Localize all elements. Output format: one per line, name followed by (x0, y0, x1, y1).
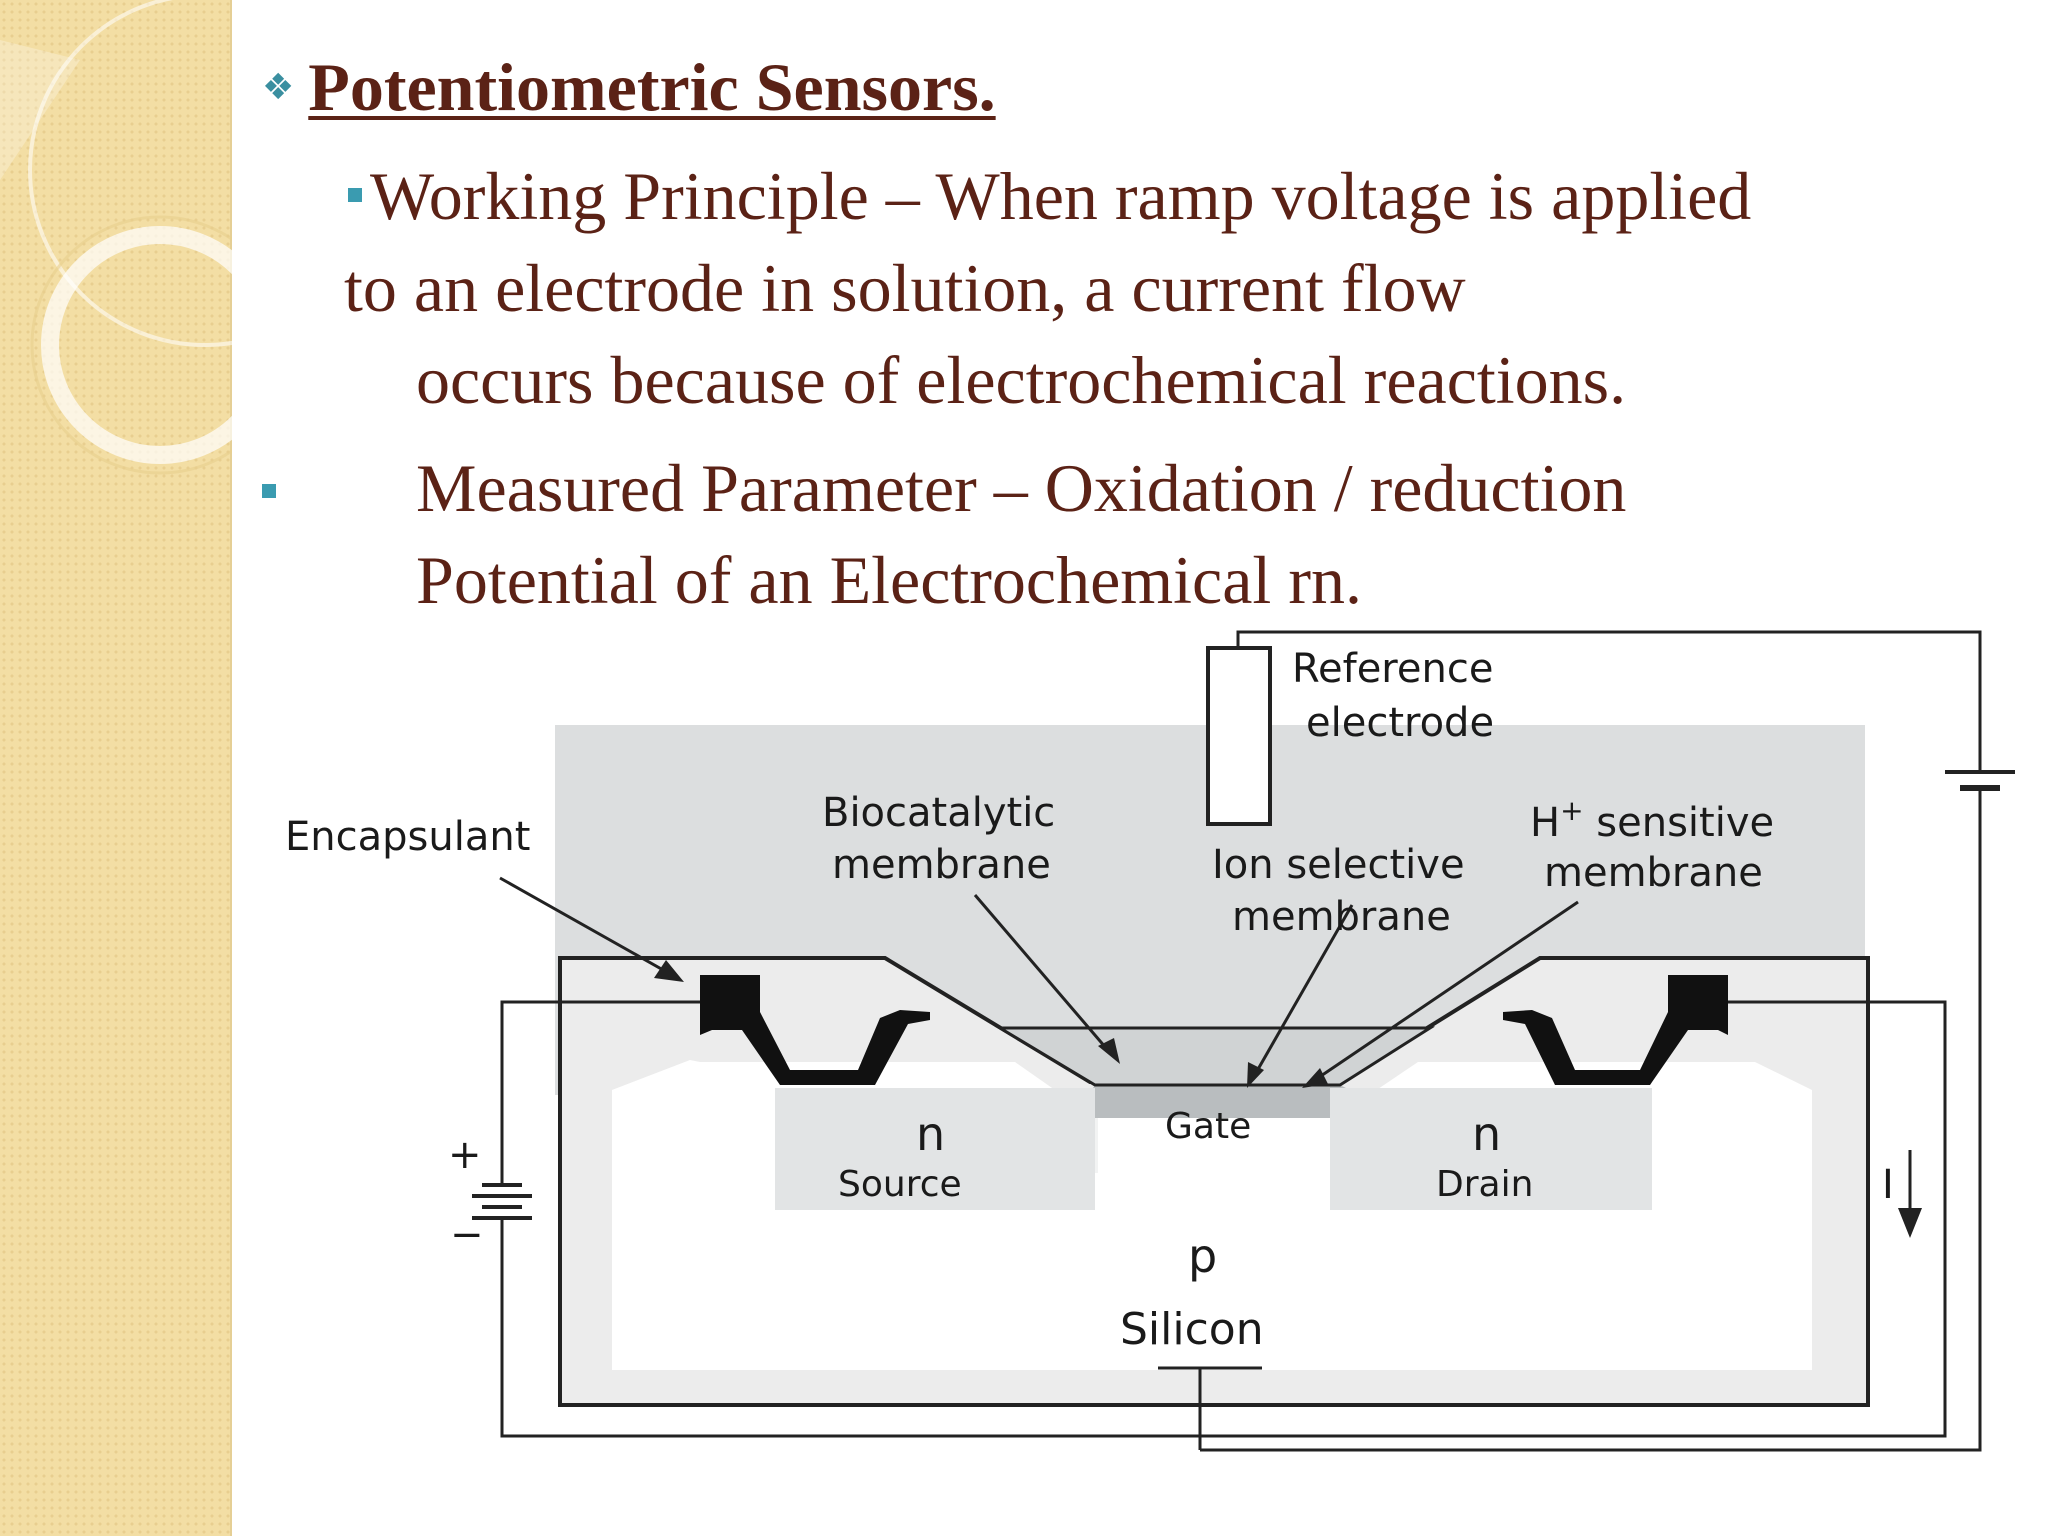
diamond-bullet-icon: ❖ (262, 67, 295, 108)
square-bullet-icon (262, 484, 276, 498)
minus-sign: − (450, 1212, 484, 1258)
p-label: p (1188, 1229, 1217, 1283)
drain-region (1330, 1088, 1652, 1210)
bullet1-line1-text: Working Principle – When ramp voltage is… (370, 158, 1752, 234)
encapsulant-label: Encapsulant (285, 814, 530, 860)
source-n-label: n (916, 1107, 945, 1161)
drain-wire (500, 1000, 1947, 1438)
ion-selective-pointer (1251, 904, 1354, 1079)
biocatalytic-label-line1: Biocatalytic (822, 790, 1055, 836)
arrowhead (654, 960, 684, 982)
encapsulant-pointer (499, 876, 673, 977)
source-label: Source (838, 1164, 962, 1205)
bullet2-line2: Potential of an Electrochemical rn. (416, 542, 1362, 618)
ion-selective-label-line2: membrane (1232, 894, 1451, 940)
source-wire (500, 1000, 700, 1185)
gate-fill (1098, 1118, 1330, 1178)
membrane-layer (1065, 1085, 1370, 1128)
current-arrowhead (1898, 1208, 1922, 1238)
hplus-rest: sensitive (1584, 800, 1775, 846)
drain-label: Drain (1436, 1164, 1533, 1205)
hplus-h: H (1530, 800, 1560, 846)
decorative-rings (0, 0, 232, 475)
hplus-superscript: + (1560, 794, 1583, 827)
reference-label-line2: electrode (1306, 700, 1494, 746)
bullet2-line1: Measured Parameter – Oxidation / reducti… (416, 450, 1627, 526)
arrowhead (1247, 1062, 1264, 1088)
square-bullet-icon (348, 188, 362, 203)
silicon-label: Silicon (1120, 1304, 1264, 1355)
bullet1-line2: to an electrode in solution, a current f… (344, 250, 1466, 326)
arrowhead (1302, 1068, 1328, 1088)
gate-label: Gate (1165, 1106, 1251, 1147)
ion-selective-label-line1: Ion selective (1212, 842, 1465, 888)
plus-sign: + (448, 1132, 482, 1178)
reference-wire (1236, 630, 1982, 772)
hplus-label-line2: membrane (1544, 850, 1763, 896)
arrowhead (1098, 1038, 1120, 1064)
current-label: I (1882, 1162, 1894, 1208)
title-row: ❖ Potentiometric Sensors. (262, 48, 996, 127)
hplus-label-line1: H+ sensitive (1530, 794, 1774, 846)
decorative-left-band (0, 0, 232, 1536)
reference-label-line1: Reference (1292, 646, 1493, 692)
return-wire (1200, 788, 1982, 1452)
biocatalytic-label-line2: membrane (832, 842, 1051, 888)
drain-contact (1503, 975, 1728, 1085)
source-contact (700, 975, 930, 1085)
drain-n-label: n (1472, 1107, 1501, 1161)
bullet1-line3: occurs because of electrochemical reacti… (416, 342, 1627, 418)
source-region (775, 1088, 1095, 1210)
reference-electrode (1206, 646, 1272, 826)
biocatalytic-pointer (973, 894, 1114, 1056)
hplus-pointer (1311, 900, 1579, 1084)
slide-title: Potentiometric Sensors. (308, 49, 996, 125)
bullet1-line1: Working Principle – When ramp voltage is… (348, 150, 1751, 242)
